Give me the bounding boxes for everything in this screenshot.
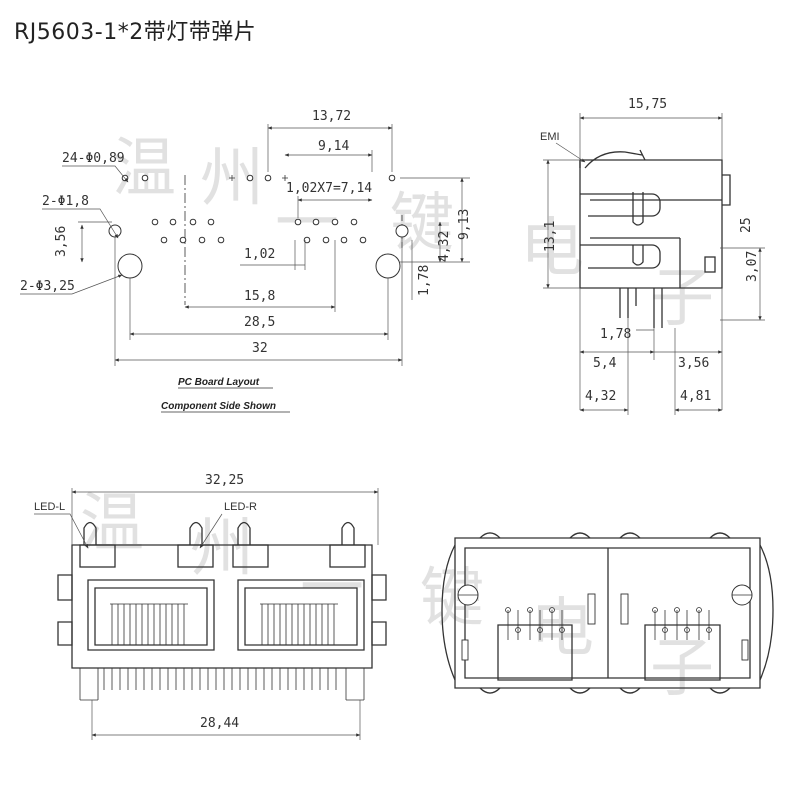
pin-hole bbox=[322, 236, 330, 244]
pin-hole bbox=[189, 218, 197, 226]
watermark-bottom: 温 州 一 键 电 子 bbox=[80, 487, 714, 706]
wm-char: 电 bbox=[520, 212, 584, 286]
pin-hole bbox=[198, 236, 206, 244]
dim-4-32: 4,32 bbox=[437, 231, 452, 262]
dim-5-4: 5,4 bbox=[593, 356, 617, 371]
dim-2-hole-18: 2-Φ1,8 bbox=[42, 194, 89, 209]
dim-28-5: 28,5 bbox=[244, 315, 275, 330]
pin-hole bbox=[359, 236, 367, 244]
led-window-left bbox=[79, 544, 116, 568]
pin-hole bbox=[169, 218, 177, 226]
slot bbox=[620, 593, 629, 625]
dim-13-1: 13,1 bbox=[543, 221, 558, 252]
emi-spring bbox=[584, 151, 643, 169]
dim-24-hole: 24-Φ0,89 bbox=[62, 151, 125, 166]
dim-15-8: 15,8 bbox=[244, 289, 275, 304]
pin-block-right bbox=[644, 624, 721, 681]
led-window bbox=[704, 256, 716, 273]
led-window-right bbox=[329, 544, 366, 568]
pin-hole bbox=[388, 174, 396, 182]
emi-label: EMI bbox=[540, 131, 560, 143]
wm-char: 温 bbox=[80, 487, 144, 561]
pin-hole bbox=[141, 174, 149, 182]
shield-hole bbox=[395, 224, 409, 238]
slot bbox=[461, 639, 469, 661]
dim-3-07: 3,07 bbox=[745, 251, 760, 282]
dim-1-78-side: 1,78 bbox=[600, 327, 631, 342]
wm-char: 子 bbox=[650, 632, 714, 706]
dim-28-44: 28,44 bbox=[200, 716, 239, 731]
pins bbox=[619, 288, 663, 328]
mount-hole bbox=[117, 253, 143, 279]
pin-hole bbox=[350, 218, 358, 226]
rj45-port-left bbox=[87, 579, 215, 651]
dim-13-72: 13,72 bbox=[312, 109, 351, 124]
wm-char: 温 bbox=[112, 132, 176, 206]
pin-block-left bbox=[497, 624, 573, 681]
pin-holes bbox=[121, 174, 396, 244]
dim-1-78: 1,78 bbox=[417, 265, 432, 296]
rj45-port-right bbox=[237, 579, 365, 651]
dim-2-hole-325: 2-Φ3,25 bbox=[20, 279, 75, 294]
contacts-left bbox=[110, 603, 188, 645]
pin-hole bbox=[217, 236, 225, 244]
pin-hole bbox=[207, 218, 215, 226]
cross-mark bbox=[229, 175, 288, 181]
bottom-view bbox=[441, 532, 774, 694]
slot bbox=[587, 593, 596, 625]
bottom-shell bbox=[454, 537, 761, 689]
led-window bbox=[232, 544, 269, 568]
dim-4-32-side: 4,32 bbox=[585, 389, 616, 404]
side-view: EMI 15,75 13,1 3,07 25 1,78 5,4 3,56 4,3… bbox=[540, 97, 765, 415]
slot bbox=[741, 639, 749, 661]
pin-hole bbox=[303, 236, 311, 244]
dim-32: 32 bbox=[252, 341, 268, 356]
contacts-right bbox=[260, 603, 338, 645]
pin-hole bbox=[151, 218, 159, 226]
pcb-caption-2: Component Side Shown bbox=[161, 401, 276, 412]
dim-3-56: 3,56 bbox=[54, 226, 69, 257]
pcb-layout-view: 13,72 9,14 24-Φ0,89 2-Φ1,8 1,02X7=7,14 3… bbox=[20, 109, 472, 413]
dim-15-75: 15,75 bbox=[628, 97, 667, 112]
watermark-top: 温 州 一 键 电 子 bbox=[112, 132, 714, 336]
wm-char: 一 bbox=[300, 552, 364, 626]
dim-3-56-side: 3,56 bbox=[678, 356, 709, 371]
led-l-label: LED-L bbox=[34, 501, 65, 513]
mount-hole bbox=[375, 253, 401, 279]
pin-hole bbox=[312, 218, 320, 226]
pins-right bbox=[652, 607, 712, 640]
dim-32-25: 32,25 bbox=[205, 473, 244, 488]
pin-hole bbox=[294, 218, 302, 226]
dim-4-81: 4,81 bbox=[680, 389, 711, 404]
dim-1-02x7: 1,02X7=7,14 bbox=[286, 181, 372, 196]
wm-char: 键 bbox=[390, 187, 454, 261]
pin-hole bbox=[331, 218, 339, 226]
dim-9-13: 9,13 bbox=[457, 209, 472, 240]
pcb-caption: PC Board Layout bbox=[178, 377, 260, 388]
pin-hole bbox=[340, 236, 348, 244]
dim-1-02: 1,02 bbox=[244, 247, 275, 262]
pin-hole bbox=[160, 236, 168, 244]
bottom-pins bbox=[79, 668, 365, 701]
dim-25: 25 bbox=[739, 217, 754, 233]
dim-9-14: 9,14 bbox=[318, 139, 349, 154]
pin-hole bbox=[179, 236, 187, 244]
led-window bbox=[177, 544, 214, 568]
pins-left bbox=[505, 607, 565, 640]
pin-hole bbox=[264, 174, 272, 182]
wm-char: 州 bbox=[190, 512, 254, 586]
pin-hole bbox=[246, 174, 254, 182]
led-r-label: LED-R bbox=[224, 501, 257, 513]
wm-char: 子 bbox=[650, 262, 714, 336]
wm-char: 一 bbox=[275, 187, 339, 261]
front-view: 32,25 28,44 LED-L LED-R bbox=[34, 473, 387, 740]
drawing-title: RJ5603-1*2带灯带弹片 bbox=[14, 20, 257, 45]
